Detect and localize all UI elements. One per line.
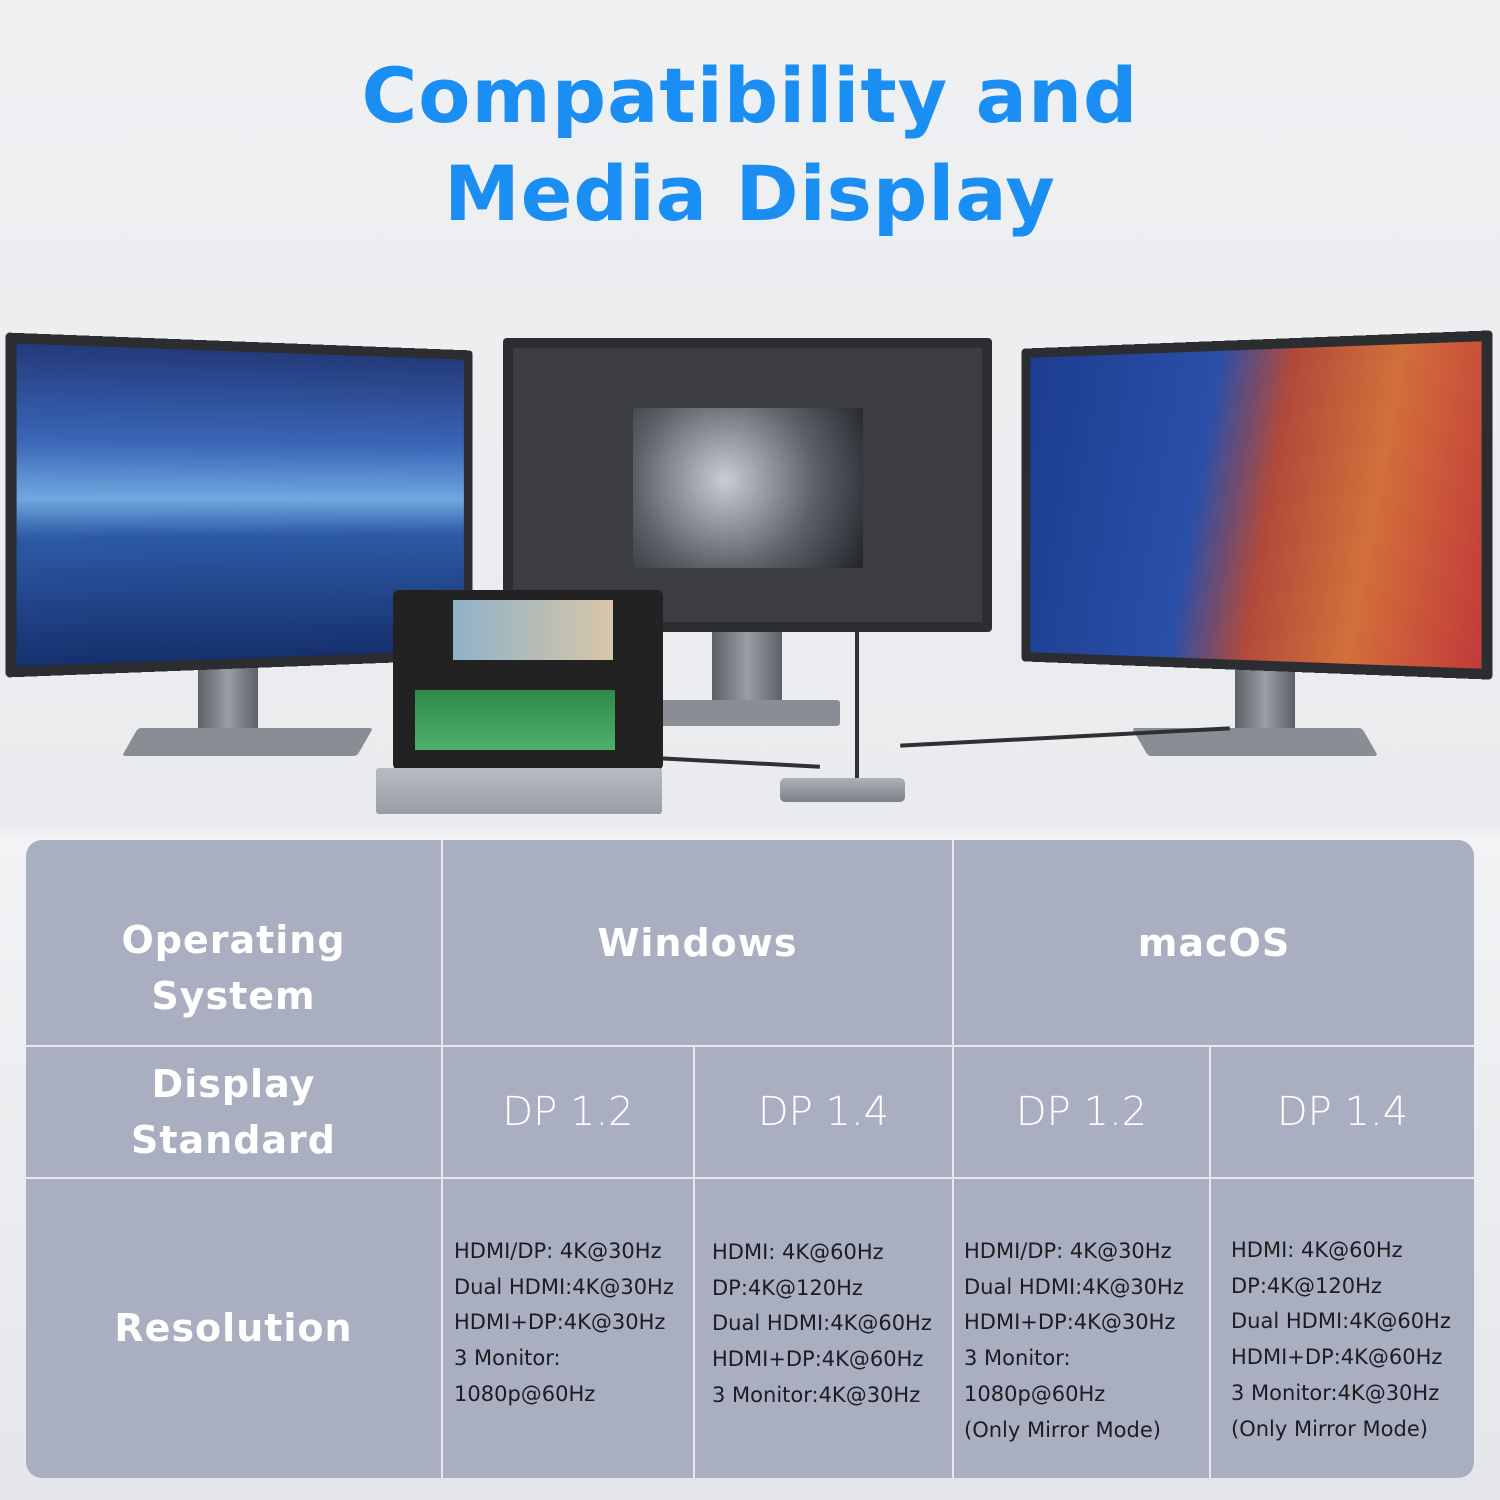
row-header-text: Display [151,1061,316,1106]
macos-dp12-resolutions: HDMI/DP: 4K@30Hz Dual HDMI:4K@30Hz HDMI+… [964,1234,1184,1448]
row-header-text: System [151,973,316,1018]
resolution-line: 1080p@60Hz [454,1381,596,1406]
macos-dp14: DP 1.4 [1276,1088,1409,1135]
row-header-text: Standard [130,1117,336,1162]
resolution-line: 3 Monitor: [454,1346,561,1371]
resolution-line: 3 Monitor: [964,1346,1071,1371]
center-monitor-base [660,700,840,726]
resolution-line: DP:4K@120Hz [1231,1273,1382,1298]
resolution-line: HDMI: 4K@60Hz [1231,1238,1403,1262]
row-header-operating-system: Operating System [26,880,441,1055]
resolution-line: HDMI+DP:4K@30Hz [454,1310,666,1335]
left-monitor-base [121,728,374,756]
resolution-line: DP:4K@120Hz [712,1275,863,1300]
os-windows: Windows [597,920,798,965]
laptop-keyboard [376,768,662,814]
right-monitor [1021,330,1493,680]
resolution-line: Dual HDMI:4K@60Hz [1231,1309,1451,1334]
laptop-screen [393,590,663,770]
row-header-resolution: Resolution [114,1306,353,1350]
windows-dp14-resolutions: HDMI: 4K@60Hz DP:4K@120Hz Dual HDMI:4K@6… [712,1235,932,1414]
os-macos: macOS [1137,920,1291,965]
resolution-line: 1080p@60Hz [964,1381,1106,1406]
resolution-line: HDMI: 4K@60Hz [712,1240,884,1264]
resolution-line: Dual HDMI:4K@60Hz [712,1311,932,1336]
resolution-line: (Only Mirror Mode) [964,1417,1161,1442]
resolution-line: HDMI/DP: 4K@30Hz [454,1239,662,1263]
cable [640,755,820,769]
windows-dp12-resolutions: HDMI/DP: 4K@30Hz Dual HDMI:4K@30Hz HDMI+… [454,1234,674,1413]
resolution-line: 3 Monitor:4K@30Hz [1231,1380,1440,1405]
title-line-2: Media Display [444,149,1056,238]
resolution-line: HDMI+DP:4K@60Hz [1231,1345,1443,1370]
title-line-1: Compatibility and [361,51,1139,140]
row-header-display-standard: Display Standard [26,1046,441,1177]
macos-dp14-resolutions: HDMI: 4K@60Hz DP:4K@120Hz Dual HDMI:4K@6… [1231,1233,1451,1447]
macos-dp12: DP 1.2 [1015,1088,1148,1135]
usb-c-hub [780,778,905,802]
windows-dp14: DP 1.4 [757,1088,890,1135]
resolution-line: HDMI+DP:4K@30Hz [964,1310,1176,1335]
resolution-line: (Only Mirror Mode) [1231,1416,1428,1441]
resolution-line: 3 Monitor:4K@30Hz [712,1382,921,1407]
cable [855,630,859,780]
center-monitor-stand [712,625,782,705]
resolution-line: HDMI/DP: 4K@30Hz [964,1239,1172,1263]
compatibility-table: Operating System Windows macOS Display S… [26,840,1474,1478]
resolution-line: Dual HDMI:4K@30Hz [964,1274,1184,1299]
resolution-line: Dual HDMI:4K@30Hz [454,1274,674,1299]
center-monitor [503,338,992,632]
windows-dp12: DP 1.2 [502,1088,634,1135]
row-header-text: Operating [121,917,346,962]
resolution-line: HDMI+DP:4K@60Hz [712,1347,924,1372]
